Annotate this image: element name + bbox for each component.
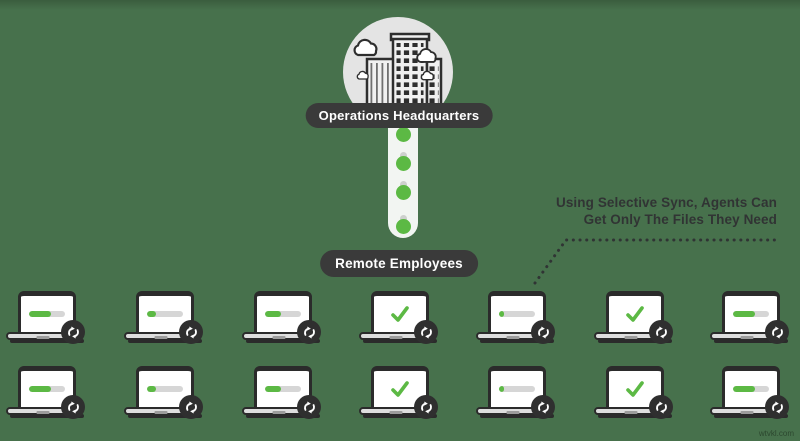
laptop: [6, 291, 86, 349]
remote-employees-label-text: Remote Employees: [335, 256, 463, 271]
laptop: [710, 291, 790, 349]
check-icon: [626, 381, 644, 397]
sync-progress-fill: [147, 386, 156, 392]
laptop-hinge: [154, 336, 168, 339]
cloud-icon: [416, 48, 437, 63]
sync-progress-bar: [499, 311, 535, 317]
laptop-hinge: [389, 336, 403, 339]
laptop-shadow: [714, 414, 788, 418]
laptop: [6, 366, 86, 424]
sync-progress-fill: [265, 311, 282, 317]
laptop-hinge: [36, 411, 50, 414]
sync-progress-bar: [265, 311, 301, 317]
laptop-hinge: [389, 411, 403, 414]
cloud-icon: [356, 70, 369, 80]
laptop-hinge: [272, 336, 286, 339]
watermark: wtvkl.com: [758, 429, 794, 438]
headquarters-label: Operations Headquarters: [305, 103, 493, 128]
cloud-icon: [420, 70, 435, 81]
sync-icon: [414, 395, 438, 419]
laptop-shadow: [10, 339, 84, 343]
laptop-shadow: [714, 339, 788, 343]
laptop-shadow: [363, 339, 437, 343]
laptop-shadow: [598, 414, 672, 418]
laptop-shadow: [246, 339, 320, 343]
laptop-hinge: [154, 411, 168, 414]
laptop-shadow: [480, 414, 554, 418]
sync-icon: [61, 320, 85, 344]
sync-progress-bar: [147, 386, 183, 392]
remote-employees-label: Remote Employees: [320, 250, 478, 277]
sync-icon: [179, 395, 203, 419]
laptop-hinge: [624, 411, 638, 414]
sync-progress-fill: [29, 311, 51, 317]
sync-progress-fill: [147, 311, 156, 317]
sync-progress-bar: [29, 311, 65, 317]
laptop: [359, 291, 439, 349]
check-icon: [391, 381, 409, 397]
sync-progress-bar: [733, 386, 769, 392]
sync-icon: [61, 395, 85, 419]
sync-flow-connector: [388, 121, 418, 238]
laptop: [124, 366, 204, 424]
laptop: [242, 366, 322, 424]
flow-dot: [395, 156, 411, 171]
sync-icon: [179, 320, 203, 344]
flow-dot: [395, 127, 411, 142]
annotation-line-1: Using Selective Sync, Agents Can: [555, 195, 777, 210]
laptop: [710, 366, 790, 424]
laptop-hinge: [506, 411, 520, 414]
laptop-screen: [136, 291, 194, 335]
laptop-shadow: [246, 414, 320, 418]
laptop: [242, 291, 322, 349]
sync-progress-bar: [29, 386, 65, 392]
check-icon: [626, 306, 644, 322]
sync-icon: [531, 395, 555, 419]
laptop-hinge: [36, 336, 50, 339]
laptop: [594, 291, 674, 349]
laptop-hinge: [740, 411, 754, 414]
laptop-shadow: [128, 414, 202, 418]
sync-progress-bar: [733, 311, 769, 317]
laptop-hinge: [272, 411, 286, 414]
sync-icon: [531, 320, 555, 344]
sync-icon: [297, 320, 321, 344]
headquarters-label-text: Operations Headquarters: [318, 108, 480, 123]
laptop-shadow: [363, 414, 437, 418]
sync-progress-bar: [499, 386, 535, 392]
laptop: [359, 366, 439, 424]
sync-icon: [297, 395, 321, 419]
laptop: [124, 291, 204, 349]
sync-icon: [649, 395, 673, 419]
laptop-shadow: [128, 339, 202, 343]
sync-progress-fill: [733, 386, 755, 392]
sync-icon: [414, 320, 438, 344]
laptop-hinge: [506, 336, 520, 339]
sync-progress-fill: [265, 386, 282, 392]
cloud-icon: [353, 38, 378, 57]
laptop-shadow: [598, 339, 672, 343]
flow-dot: [395, 219, 411, 234]
laptop-hinge: [740, 336, 754, 339]
sync-progress-fill: [499, 386, 505, 392]
sync-progress-fill: [29, 386, 51, 392]
laptop-shadow: [10, 414, 84, 418]
flow-dot: [395, 185, 411, 200]
check-icon: [391, 306, 409, 322]
laptop-shadow: [480, 339, 554, 343]
laptop: [476, 291, 556, 349]
sync-progress-fill: [499, 311, 505, 317]
laptop: [594, 366, 674, 424]
selective-sync-annotation: Using Selective Sync, Agents Can Get Onl…: [556, 194, 777, 228]
annotation-line-2: Get Only The Files They Need: [583, 212, 777, 227]
sync-progress-fill: [733, 311, 755, 317]
sync-icon: [649, 320, 673, 344]
sync-progress-bar: [147, 311, 183, 317]
laptop-hinge: [624, 336, 638, 339]
laptop: [476, 366, 556, 424]
sync-progress-bar: [265, 386, 301, 392]
sync-icon: [765, 320, 789, 344]
sync-icon: [765, 395, 789, 419]
